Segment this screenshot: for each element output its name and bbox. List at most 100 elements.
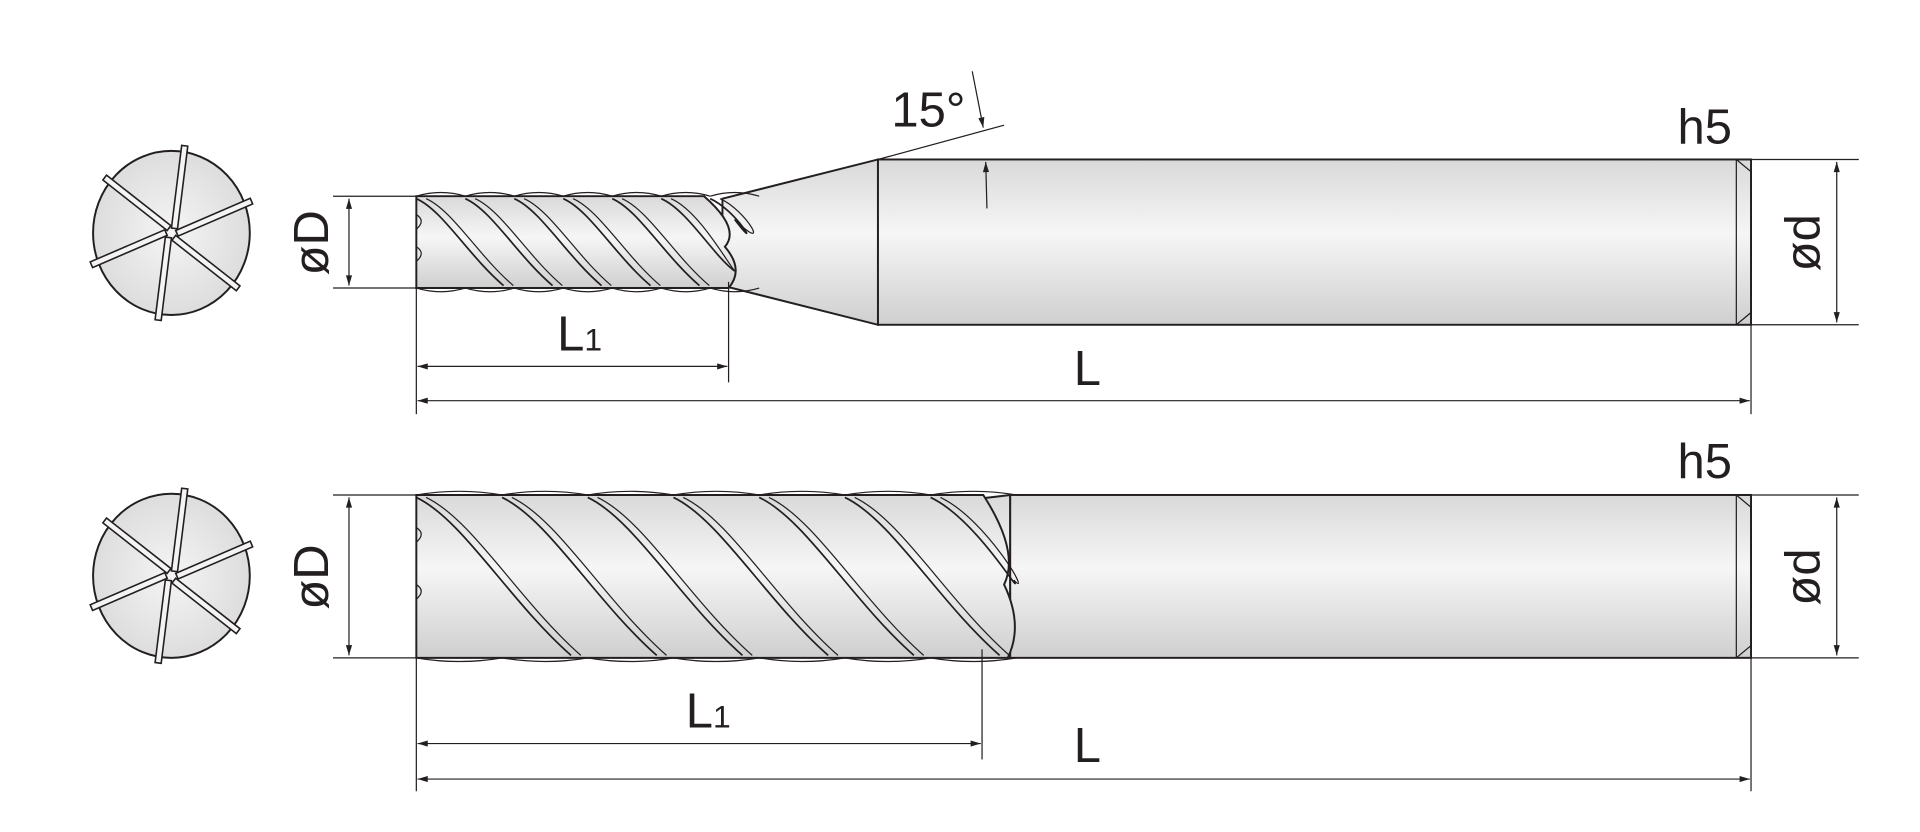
cutting-edge xyxy=(174,197,254,238)
od-ext-lines-1 xyxy=(333,195,423,289)
helix-edge xyxy=(562,197,652,287)
flute-crest xyxy=(710,191,760,197)
end-gash xyxy=(415,214,422,262)
helix-edge xyxy=(844,496,1001,657)
flute-crest xyxy=(930,657,1017,663)
flute-crest xyxy=(416,287,466,293)
helix-edge xyxy=(415,197,505,287)
end-view-2 xyxy=(89,487,254,665)
flute-crest xyxy=(673,657,760,663)
end-face-outline xyxy=(92,492,251,659)
helix-land xyxy=(523,198,612,287)
helix-edge xyxy=(673,496,829,657)
flute-crest xyxy=(587,490,674,496)
cutting-edge xyxy=(170,234,242,292)
shank-diameter-label-1: ød xyxy=(1777,214,1831,271)
cutting-edge xyxy=(170,577,242,635)
flute-crest xyxy=(661,191,711,197)
helix-land xyxy=(597,496,753,656)
shank-chamfer-2 xyxy=(1735,494,1752,659)
helix-edge xyxy=(758,496,915,657)
cutting-edge xyxy=(154,236,173,322)
helix-land xyxy=(511,496,667,656)
flute-crest xyxy=(416,657,503,663)
helix-edge xyxy=(930,496,1016,585)
helix-edge xyxy=(660,197,736,272)
cutting-edge xyxy=(170,487,189,573)
flute-crest xyxy=(501,490,588,496)
helix-land xyxy=(425,496,582,656)
flute-crest xyxy=(710,287,760,293)
helix-land xyxy=(683,496,839,656)
flute-crest xyxy=(514,191,564,197)
angle-arrow-bottom-1 xyxy=(982,161,990,209)
flute-crest xyxy=(612,191,662,197)
flute-crest xyxy=(661,287,711,293)
helix-edge xyxy=(415,496,572,657)
sd-ext-lines-2 xyxy=(1738,494,1859,659)
flute-crest xyxy=(465,287,515,293)
flute-crest xyxy=(673,490,760,496)
flutes-2 xyxy=(415,490,1019,663)
tool-1: øD L1 L 15° h5 ød xyxy=(89,71,1859,415)
helix-land xyxy=(621,198,710,287)
flute-crest xyxy=(759,490,846,496)
helix-edge xyxy=(464,197,554,287)
flute-length-label-2: L1 xyxy=(686,685,731,739)
helix-land xyxy=(572,198,661,287)
flute-length-label-1: L1 xyxy=(557,307,602,361)
cutting-edge xyxy=(154,579,173,665)
helix-land xyxy=(940,496,1019,584)
flute-crest xyxy=(844,490,931,496)
flute-crest xyxy=(416,490,503,496)
angle-arrow-top-1 xyxy=(971,71,985,128)
helix-land xyxy=(474,198,563,287)
overall-length-label-1: L xyxy=(1074,342,1101,396)
angle-label-1: 15° xyxy=(891,83,965,137)
flute-crest xyxy=(844,657,931,663)
shank-1 xyxy=(876,158,1752,326)
flute-body xyxy=(415,195,737,290)
shank-diameter-label-2: ød xyxy=(1777,548,1831,605)
helix-edge xyxy=(587,496,744,657)
helix-land xyxy=(854,496,1010,656)
flute-crest xyxy=(563,191,613,197)
tolerance-label-2: h5 xyxy=(1678,435,1732,489)
cutting-edge xyxy=(89,228,169,269)
flute-crest xyxy=(563,287,613,293)
sd-ext-lines-1 xyxy=(1738,158,1859,326)
helix-land xyxy=(425,198,514,287)
shank-chamfer-1 xyxy=(1735,158,1752,326)
cutting-edge xyxy=(170,144,189,230)
tolerance-label-1: h5 xyxy=(1678,101,1732,155)
overall-length-label-2: L xyxy=(1074,719,1101,773)
cutting-edge xyxy=(174,540,254,581)
tool-2: øD L1 L h5 ød xyxy=(89,435,1859,792)
cutting-edge xyxy=(89,571,169,612)
cutting-edge xyxy=(101,516,172,575)
flute-crest xyxy=(587,657,674,663)
angle-ref-line-1 xyxy=(877,124,1005,161)
cutting-edge xyxy=(101,174,172,232)
end-gash xyxy=(415,527,422,600)
flutes-1 xyxy=(415,191,760,293)
helix-edge xyxy=(501,496,658,657)
neck-taper-1 xyxy=(721,158,879,327)
flute-crest xyxy=(930,490,1017,496)
cut-diameter-label-2: øD xyxy=(285,544,339,609)
od-ext-lines-2 xyxy=(333,494,423,659)
flute-crest xyxy=(465,191,515,197)
end-face-outline xyxy=(92,149,251,316)
helix-land xyxy=(768,496,925,656)
flute-crest xyxy=(759,657,846,663)
helix-land xyxy=(719,198,755,234)
flute-body xyxy=(415,494,1016,659)
cut-diameter-label-1: øD xyxy=(285,210,339,275)
helix-edge xyxy=(611,197,701,287)
flute-crest xyxy=(612,287,662,293)
flute-crest xyxy=(416,191,466,197)
end-view-1 xyxy=(89,144,254,322)
flute-crest xyxy=(514,287,564,293)
helix-edge xyxy=(513,197,603,287)
